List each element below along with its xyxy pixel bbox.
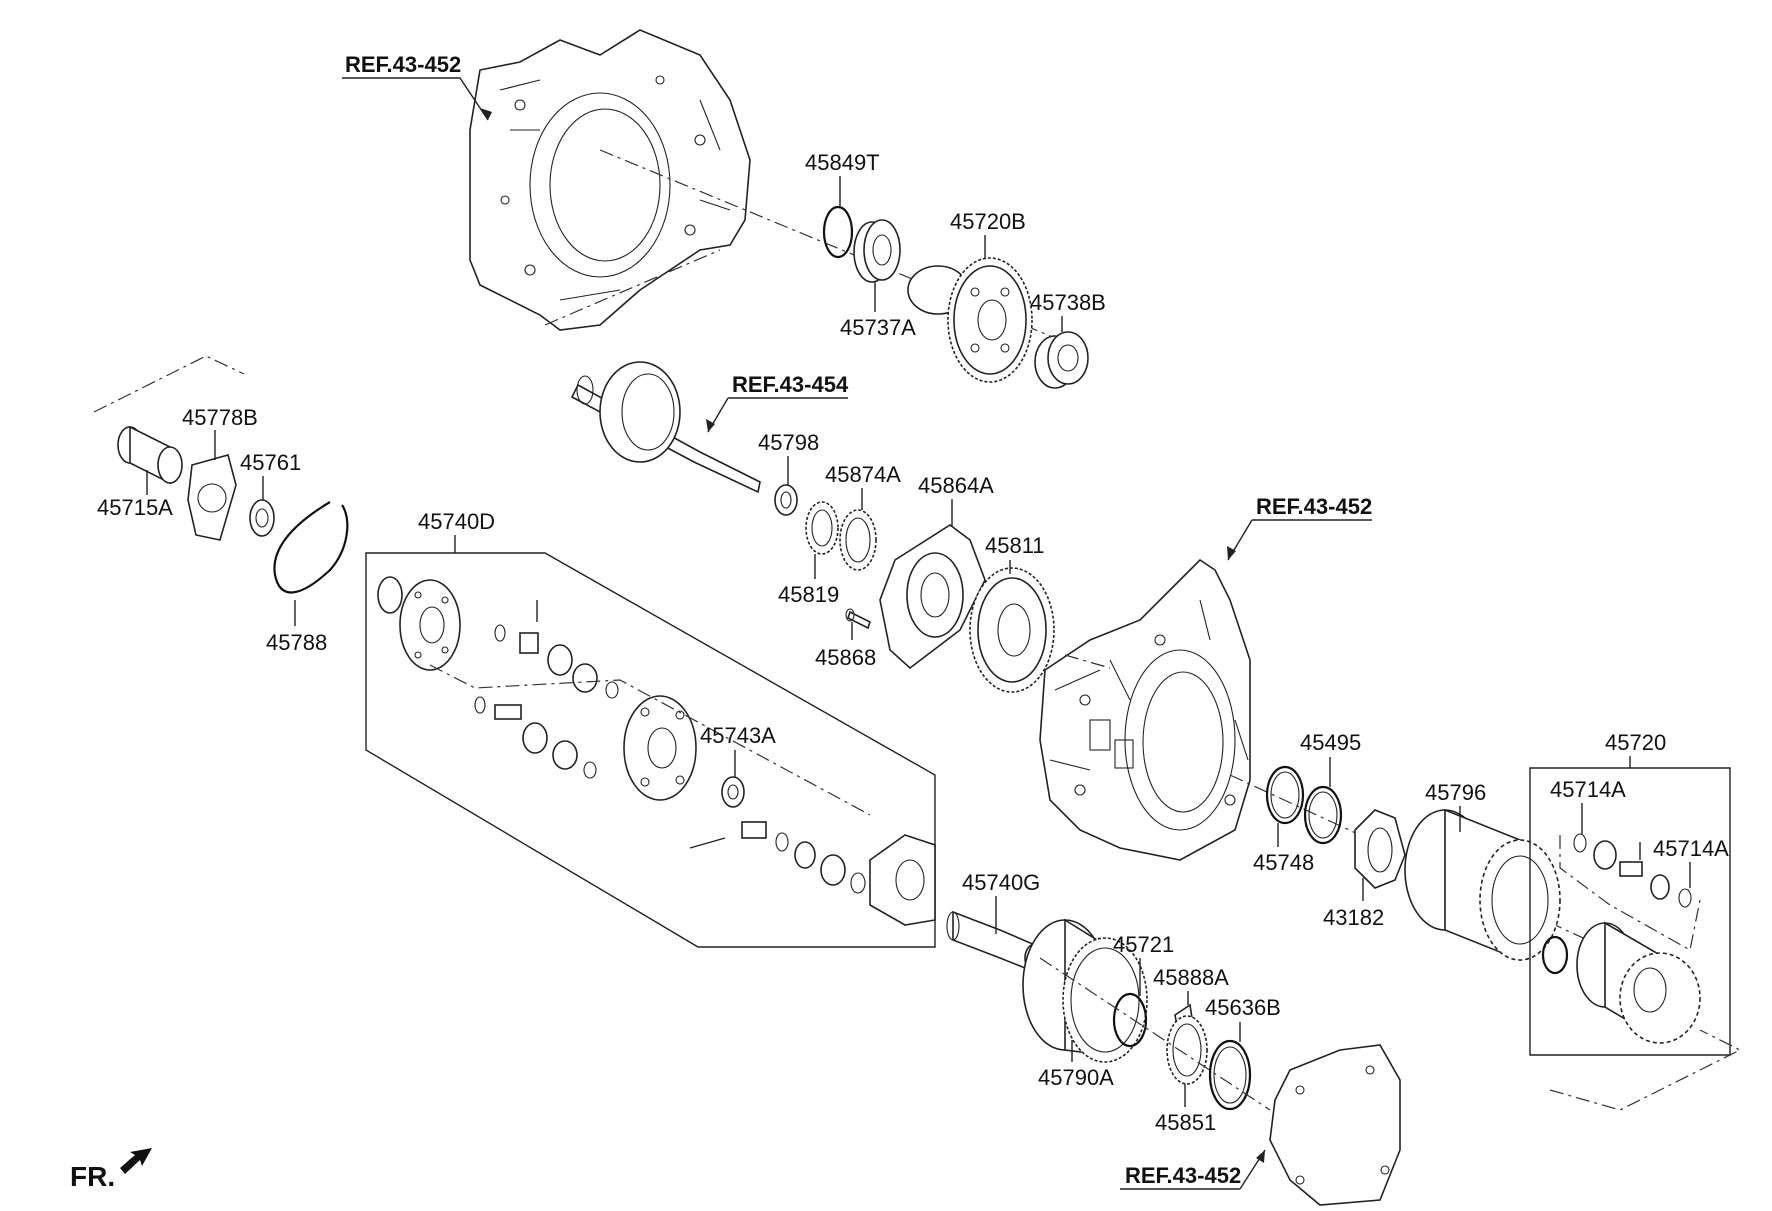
centerline-45720 bbox=[1559, 835, 1701, 951]
label-45868: 45868 bbox=[815, 645, 876, 670]
label-45849T: 45849T bbox=[805, 150, 880, 175]
label-45740D: 45740D bbox=[418, 509, 495, 534]
label-45720B: 45720B bbox=[950, 209, 1026, 234]
label-43182: 43182 bbox=[1323, 905, 1384, 930]
ring-45720-inner[interactable] bbox=[1541, 935, 1569, 975]
carrier-45720[interactable] bbox=[1576, 921, 1701, 1044]
label-45796: 45796 bbox=[1425, 780, 1486, 805]
snap-ring-45721[interactable] bbox=[1112, 992, 1148, 1048]
front-indicator-label: FR. bbox=[70, 1161, 115, 1192]
carrier-plate-middle[interactable] bbox=[623, 695, 697, 801]
label-45888A: 45888A bbox=[1153, 965, 1229, 990]
label-45495: 45495 bbox=[1300, 730, 1361, 755]
centerline-top-lower bbox=[544, 249, 721, 326]
label-45798: 45798 bbox=[758, 430, 819, 455]
ref-top-leader bbox=[342, 77, 489, 121]
label-45761: 45761 bbox=[240, 450, 301, 475]
label-45721: 45721 bbox=[1113, 932, 1174, 957]
upper-case-housing[interactable] bbox=[469, 29, 751, 331]
label-45720: 45720 bbox=[1605, 730, 1666, 755]
bearing-45737A[interactable] bbox=[853, 219, 901, 283]
ref-right-case[interactable]: REF.43-452 bbox=[1256, 494, 1372, 519]
thrust-bearing-45851[interactable] bbox=[1166, 1015, 1208, 1085]
ref-top-case[interactable]: REF.43-452 bbox=[345, 52, 461, 77]
ref-right-arrow bbox=[1227, 546, 1236, 560]
bolt-45868[interactable] bbox=[845, 608, 871, 630]
ring-gear-45790A[interactable] bbox=[1022, 918, 1148, 1063]
lower-case-housing[interactable] bbox=[1039, 558, 1251, 861]
label-45788: 45788 bbox=[266, 630, 327, 655]
label-45819: 45819 bbox=[778, 582, 839, 607]
label-45714A-upper: 45714A bbox=[1550, 777, 1626, 802]
label-45874A: 45874A bbox=[825, 462, 901, 487]
label-45790A: 45790A bbox=[1038, 1065, 1114, 1090]
centerline-45720-bottom bbox=[1549, 1029, 1742, 1111]
label-45738B: 45738B bbox=[1030, 290, 1106, 315]
label-45715A: 45715A bbox=[97, 495, 173, 520]
ring-45748[interactable] bbox=[1265, 765, 1305, 825]
bearing-45715A[interactable] bbox=[117, 425, 183, 485]
label-45778B: 45778B bbox=[182, 405, 258, 430]
plate-43182[interactable] bbox=[1354, 809, 1406, 889]
label-45636B: 45636B bbox=[1205, 995, 1281, 1020]
ref-shaft-arrow bbox=[706, 419, 715, 432]
clutch-drum-45796[interactable] bbox=[1404, 808, 1561, 962]
thrust-washer-45743A[interactable] bbox=[721, 776, 745, 808]
thrust-bearing-45874A[interactable] bbox=[839, 509, 877, 571]
snap-ring-45788[interactable] bbox=[273, 501, 349, 594]
pinion-set-rear[interactable] bbox=[689, 821, 866, 894]
rear-cover[interactable] bbox=[1269, 1044, 1401, 1206]
ref-shaft-leader bbox=[707, 397, 848, 433]
gear-45811[interactable] bbox=[969, 567, 1055, 693]
ref-shaft[interactable]: REF.43-454 bbox=[732, 372, 849, 397]
centerline-bottom bbox=[1039, 957, 1271, 1111]
centerline-carrier bbox=[429, 664, 871, 816]
ref-right-leader bbox=[1227, 519, 1372, 561]
ring-45495[interactable] bbox=[1303, 785, 1343, 845]
label-45864A: 45864A bbox=[918, 473, 994, 498]
output-shaft-assembly[interactable] bbox=[570, 361, 761, 494]
label-45740G: 45740G bbox=[962, 870, 1040, 895]
label-45737A: 45737A bbox=[840, 315, 916, 340]
centerline-left bbox=[93, 355, 245, 413]
front-arrow-icon bbox=[120, 1148, 152, 1174]
gear-45720B[interactable] bbox=[907, 257, 1033, 383]
label-45714A-lower: 45714A bbox=[1653, 836, 1729, 861]
box-45740D bbox=[365, 552, 936, 948]
ref-top-arrow bbox=[480, 108, 492, 120]
ring-45636B[interactable] bbox=[1208, 1039, 1252, 1111]
label-45811: 45811 bbox=[985, 533, 1045, 558]
carrier-plate-rear[interactable] bbox=[869, 834, 936, 926]
thrust-bearing-45819[interactable] bbox=[805, 501, 839, 555]
label-45743A: 45743A bbox=[700, 723, 776, 748]
retainer-45778B[interactable] bbox=[187, 454, 237, 541]
carrier-plate-front[interactable] bbox=[377, 576, 461, 671]
bearing-retainer-45864A[interactable] bbox=[879, 524, 986, 670]
thrust-washer-45798[interactable] bbox=[774, 484, 798, 516]
ref-bottom-cover[interactable]: REF.43-452 bbox=[1125, 1163, 1241, 1188]
needle-bearing-set[interactable] bbox=[1573, 833, 1692, 908]
washer-45761[interactable] bbox=[249, 499, 275, 537]
bearing-45738B[interactable] bbox=[1034, 331, 1089, 389]
pinion-set-upper[interactable] bbox=[494, 600, 619, 699]
snap-ring-45849T[interactable] bbox=[822, 205, 854, 259]
pinion-set-lower[interactable] bbox=[474, 696, 597, 779]
ref-bottom-arrow bbox=[1256, 1150, 1265, 1163]
label-45851: 45851 bbox=[1155, 1110, 1216, 1135]
label-45748: 45748 bbox=[1253, 850, 1314, 875]
